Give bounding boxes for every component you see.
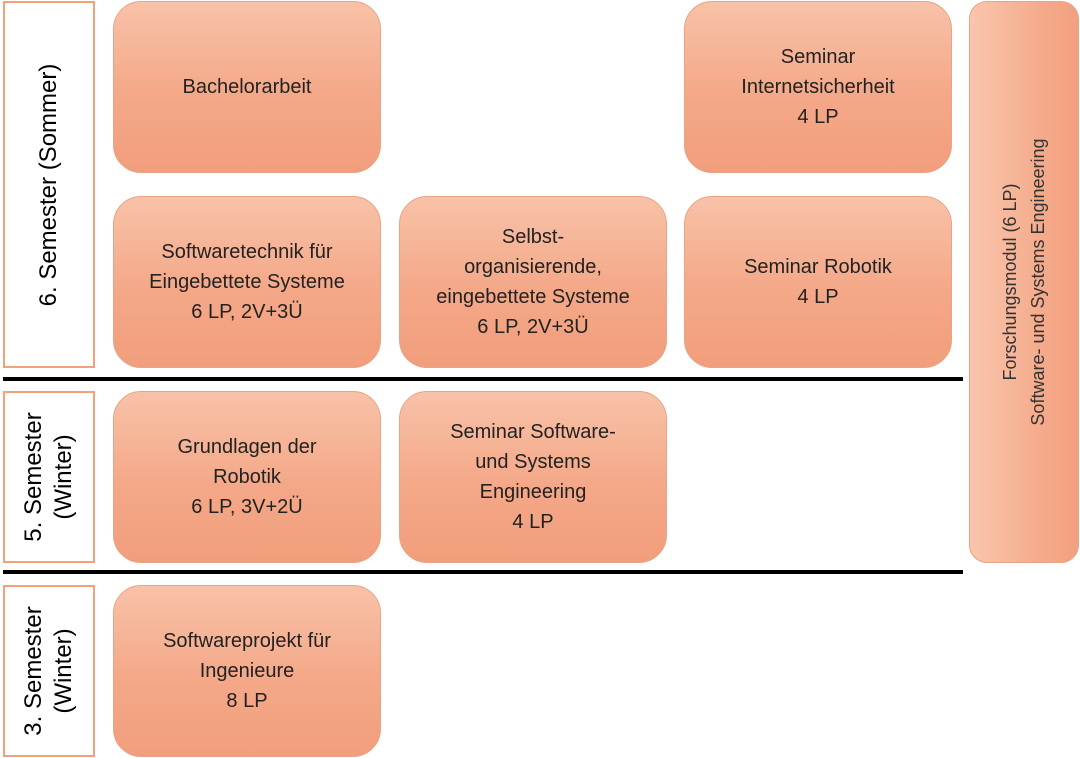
module-line: Eingebettete Systeme (149, 271, 345, 293)
divider-sem5-sem3 (3, 570, 963, 574)
module-line: 6 LP, 2V+3Ü (191, 301, 303, 323)
semester-5-line-2: (Winter) (50, 434, 77, 520)
module-selbstorganisierende-systeme[interactable]: Selbst- organisierende, eingebettete Sys… (399, 196, 667, 368)
module-line: 8 LP (226, 690, 268, 712)
module-line: Seminar Robotik (744, 256, 892, 278)
module-seminar-software-systems-engineering[interactable]: Seminar Software- und Systems Engineerin… (399, 391, 667, 563)
semester-6-text: 6. Semester (Sommer) (34, 63, 64, 306)
module-line: Engineering (479, 481, 587, 503)
module-line: Robotik (213, 466, 281, 488)
module-forschungsmodul[interactable]: Forschungsmodul (6 LP) Software- und Sys… (969, 1, 1079, 563)
module-line: 4 LP (512, 511, 554, 533)
module-grundlagen-robotik[interactable]: Grundlagen der Robotik 6 LP, 3V+2Ü (113, 391, 381, 563)
module-line: Internetsicherheit (741, 76, 895, 98)
semester-5-text: 5. Semester (Winter) (19, 412, 79, 541)
module-line: Grundlagen der (177, 436, 317, 458)
module-softwareprojekt-text: Softwareprojekt für Ingenieure 8 LP (163, 626, 331, 716)
semester-5-label: 5. Semester (Winter) (3, 391, 95, 563)
module-selbstorganisierende-text: Selbst- organisierende, eingebettete Sys… (436, 222, 629, 342)
module-seminar-internetsicherheit-text: Seminar Internetsicherheit 4 LP (741, 42, 894, 132)
module-seminar-internetsicherheit[interactable]: Seminar Internetsicherheit 4 LP (684, 1, 952, 173)
semester-3-line-2: (Winter) (50, 628, 77, 714)
module-line: Bachelorarbeit (182, 76, 312, 98)
module-softwaretechnik[interactable]: Softwaretechnik für Eingebettete Systeme… (113, 196, 381, 368)
module-bachelorarbeit-text: Bachelorarbeit (183, 72, 312, 102)
module-line: 4 LP (797, 286, 839, 308)
module-line: Ingenieure (199, 660, 295, 682)
module-line: Seminar (780, 46, 856, 68)
semester-5-line-1: 5. Semester (20, 412, 47, 542)
module-grundlagen-robotik-text: Grundlagen der Robotik 6 LP, 3V+2Ü (178, 432, 317, 522)
module-line: Seminar Software- (450, 421, 616, 443)
module-line: 6 LP, 3V+2Ü (191, 496, 303, 518)
module-seminar-sse-text: Seminar Software- und Systems Engineerin… (450, 417, 616, 537)
module-seminar-robotik-text: Seminar Robotik 4 LP (744, 252, 892, 312)
module-line: 4 LP (797, 106, 839, 128)
module-softwareprojekt[interactable]: Softwareprojekt für Ingenieure 8 LP (113, 585, 381, 757)
module-line: 6 LP, 2V+3Ü (477, 316, 589, 338)
semester-6-line-1: 6. Semester (Sommer) (35, 63, 62, 306)
semester-3-line-1: 3. Semester (20, 606, 47, 736)
module-line: eingebettete Systeme (436, 286, 630, 308)
module-line: Selbst- (501, 226, 565, 248)
module-line: und Systems (475, 451, 591, 473)
module-line: Softwaretechnik für (161, 241, 333, 263)
divider-sem6-sem5 (3, 377, 963, 381)
module-forschungsmodul-text: Forschungsmodul (6 LP) Software- und Sys… (996, 138, 1052, 425)
module-line: organisierende, (464, 256, 602, 278)
module-line: Softwareprojekt für (163, 630, 331, 652)
semester-3-label: 3. Semester (Winter) (3, 585, 95, 757)
module-line: Forschungsmodul (6 LP) (1000, 183, 1020, 381)
semester-6-label: 6. Semester (Sommer) (3, 1, 95, 368)
module-seminar-robotik[interactable]: Seminar Robotik 4 LP (684, 196, 952, 368)
module-line: Software- und Systems Engineering (1028, 138, 1048, 426)
module-softwaretechnik-text: Softwaretechnik für Eingebettete Systeme… (149, 237, 345, 327)
semester-3-text: 3. Semester (Winter) (19, 606, 79, 735)
module-bachelorarbeit[interactable]: Bachelorarbeit (113, 1, 381, 173)
